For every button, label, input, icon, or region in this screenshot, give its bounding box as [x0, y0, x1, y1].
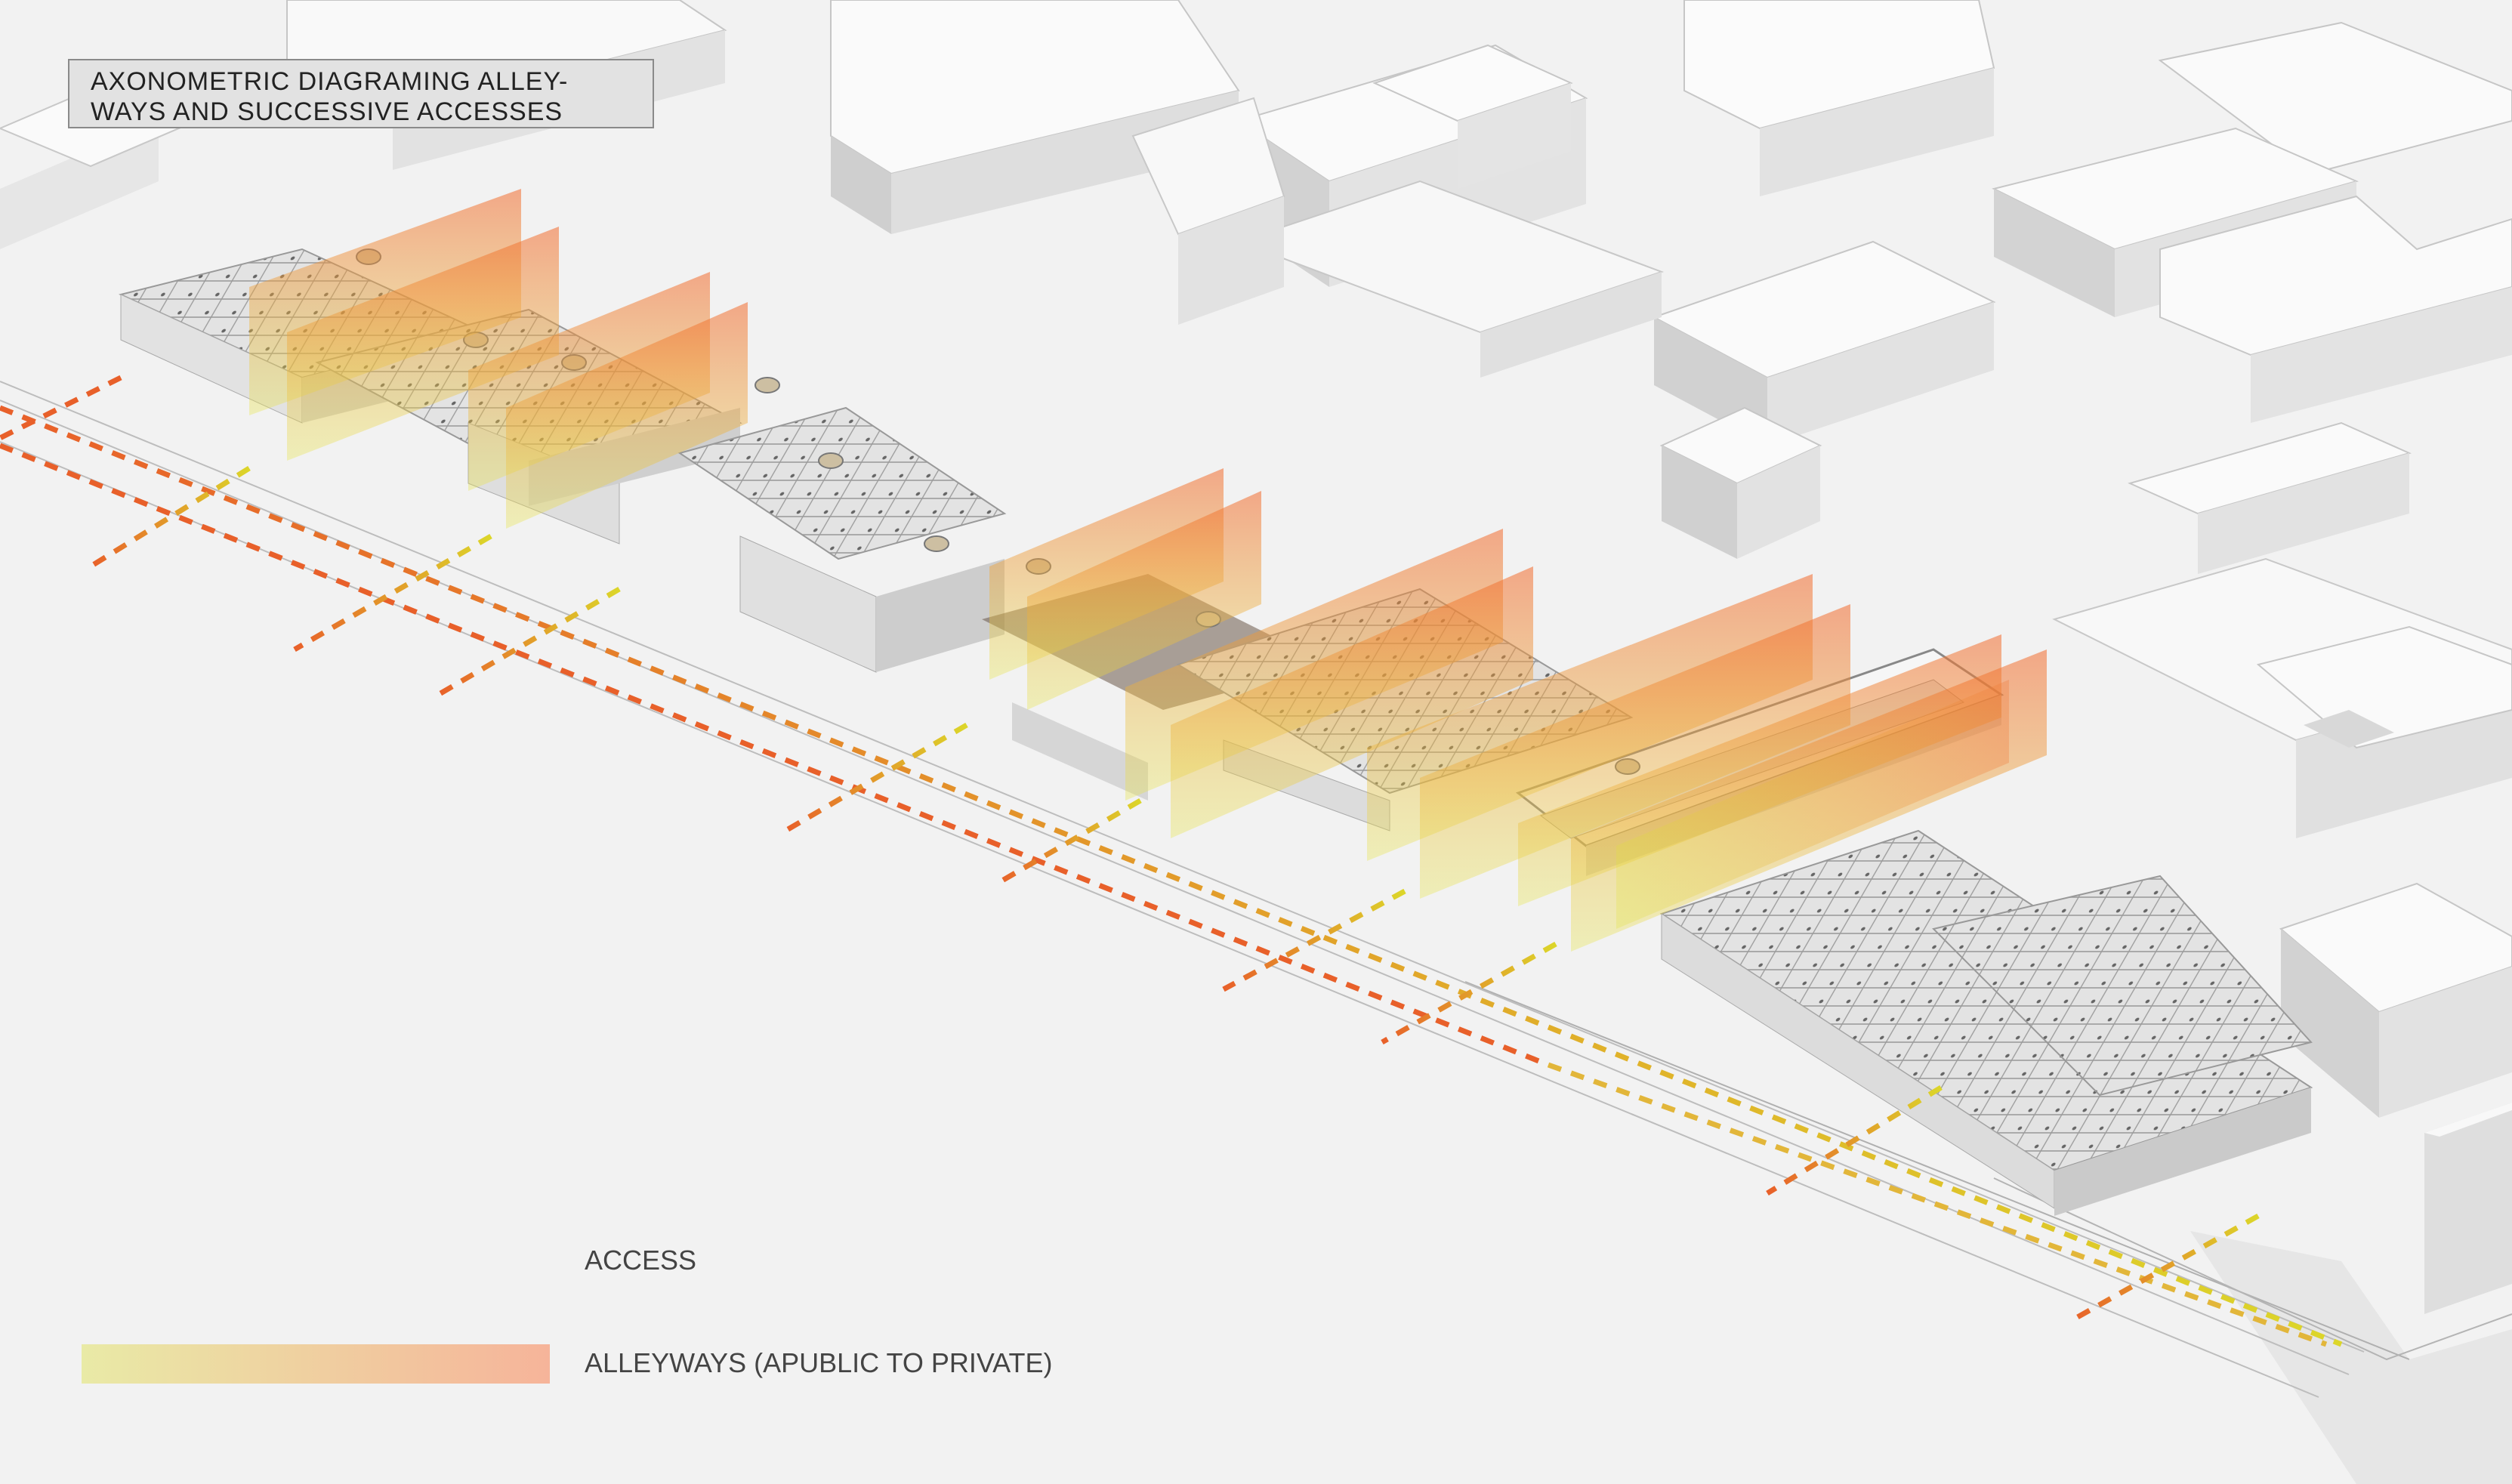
building-block — [1654, 242, 1994, 446]
title-line-1: AXONOMETRIC DIAGRAMING ALLEY- — [91, 66, 653, 97]
legend — [82, 1263, 550, 1384]
building-block — [2281, 884, 2512, 1118]
legend-alleyways-label: ALLEYWAYS (APUBLIC TO PRIVATE) — [585, 1347, 1053, 1379]
water-tank-icon — [924, 536, 949, 551]
building-block — [1133, 98, 1284, 325]
water-tank-icon — [819, 453, 843, 468]
building-cluster-5 — [1662, 831, 2311, 1216]
water-tank-icon — [755, 378, 779, 393]
diagram-title: AXONOMETRIC DIAGRAMING ALLEY- WAYS AND S… — [68, 59, 654, 128]
title-line-2: WAYS AND SUCCESSIVE ACCESSES — [91, 97, 653, 127]
building-block — [2130, 423, 2409, 574]
side-access-line — [91, 468, 249, 566]
building-block — [1684, 0, 1994, 196]
building-block — [2424, 1103, 2512, 1314]
side-access-line — [1224, 891, 1405, 989]
legend-access-label: ACCESS — [585, 1245, 696, 1276]
building-cluster-2 — [680, 408, 1004, 672]
legend-alleyways-swatch — [82, 1344, 550, 1384]
